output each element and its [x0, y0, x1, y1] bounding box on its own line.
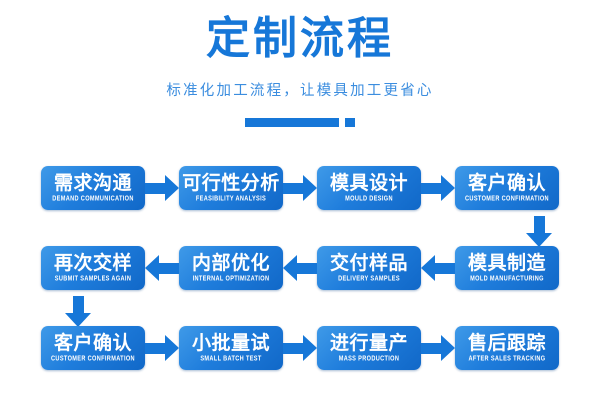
flow-node-title: 再次交样: [53, 252, 132, 274]
flow-row-3: 客户确认 CUSTOMER CONFIRMATION 小批量试 SMALL BA…: [0, 322, 600, 374]
flow-node-subtitle: DELIVERY SAMPLES: [338, 275, 400, 284]
flow-node-internal-optimization[interactable]: 内部优化 INTERNAL OPTIMIZATION: [179, 246, 283, 290]
flow-node-subtitle: AFTER SALES TRACKING: [468, 355, 546, 364]
flow-node-subtitle: CUSTOMER CONFIRMATION: [465, 195, 549, 204]
flow-node-title: 可行性分析: [182, 172, 280, 194]
divider-bar: [245, 117, 339, 127]
flow-node-subtitle: FEASIBILITY ANALYSIS: [195, 195, 267, 204]
flow-node-title: 进行量产: [329, 332, 408, 354]
flow-node-submit-samples-again[interactable]: 再次交样 SUBMIT SAMPLES AGAIN: [41, 246, 145, 290]
arrow-shaft: [283, 183, 304, 194]
flow-node-demand-communication[interactable]: 需求沟通 DEMAND COMMUNICATION: [41, 166, 145, 210]
arrow-head: [65, 313, 91, 327]
arrow-left-icon: [421, 255, 455, 281]
flow-node-subtitle: CUSTOMER CONFIRMATION: [51, 355, 135, 364]
flow-node-subtitle: MASS PRODUCTION: [338, 355, 400, 364]
divider-square: [345, 117, 355, 127]
flow-node-subtitle: SMALL BATCH TEST: [200, 355, 262, 364]
flow-node-title: 客户确认: [467, 172, 546, 194]
flow-node-title: 交付样品: [329, 252, 408, 274]
flow-node-customer-confirmation-2[interactable]: 客户确认 CUSTOMER CONFIRMATION: [41, 326, 145, 370]
arrow-shaft: [421, 343, 442, 354]
flow-node-title: 客户确认: [53, 332, 132, 354]
page-subtitle: 标准化加工流程，让模具加工更省心: [166, 82, 434, 99]
process-flow-diagram: 需求沟通 DEMAND COMMUNICATION 可行性分析 FEASIBIL…: [0, 162, 600, 374]
flow-row-1: 需求沟通 DEMAND COMMUNICATION 可行性分析 FEASIBIL…: [0, 162, 600, 247]
arrow-head: [303, 335, 317, 361]
arrow-head: [441, 175, 455, 201]
arrow-shaft: [158, 263, 179, 274]
flow-node-subtitle: INTERNAL OPTIMIZATION: [192, 275, 270, 284]
arrow-shaft: [434, 263, 455, 274]
arrow-head: [165, 335, 179, 361]
flow-node-subtitle: MOLD MANUFACTURING: [470, 275, 544, 284]
arrow-shaft: [145, 183, 166, 194]
arrow-left-icon: [145, 255, 179, 281]
arrow-shaft: [533, 216, 545, 234]
arrow-right-icon: [145, 335, 179, 361]
flow-node-title: 小批量试: [191, 332, 270, 354]
header-divider: [0, 117, 600, 127]
arrow-head: [526, 233, 552, 247]
flow-node-title: 售后跟踪: [467, 332, 546, 354]
arrow-down-icon: [65, 296, 91, 327]
arrow-shaft: [72, 296, 84, 314]
arrow-left-icon: [283, 255, 317, 281]
arrow-right-icon: [421, 175, 455, 201]
flow-node-mold-manufacturing[interactable]: 模具制造 MOLD MANUFACTURING: [455, 246, 559, 290]
arrow-shaft: [145, 343, 166, 354]
arrow-head: [441, 335, 455, 361]
arrow-head: [303, 175, 317, 201]
flow-node-title: 内部优化: [191, 252, 270, 274]
flow-node-after-sales-tracking[interactable]: 售后跟踪 AFTER SALES TRACKING: [455, 326, 559, 370]
page-title: 定制流程: [206, 14, 394, 63]
arrow-head: [283, 255, 297, 281]
flow-node-delivery-samples[interactable]: 交付样品 DELIVERY SAMPLES: [317, 246, 421, 290]
flow-node-mould-design[interactable]: 模具设计 MOULD DESIGN: [317, 166, 421, 210]
arrow-shaft: [296, 263, 317, 274]
flow-node-title: 需求沟通: [53, 172, 132, 194]
flow-node-small-batch-test[interactable]: 小批量试 SMALL BATCH TEST: [179, 326, 283, 370]
arrow-right-icon: [145, 175, 179, 201]
arrow-head: [421, 255, 435, 281]
arrow-right-icon: [421, 335, 455, 361]
flow-row-2: 再次交样 SUBMIT SAMPLES AGAIN 内部优化 INTERNAL …: [0, 242, 600, 327]
arrow-right-icon: [283, 175, 317, 201]
flow-node-feasibility-analysis[interactable]: 可行性分析 FEASIBILITY ANALYSIS: [179, 166, 283, 210]
flow-node-customer-confirmation-1[interactable]: 客户确认 CUSTOMER CONFIRMATION: [455, 166, 559, 210]
arrow-shaft: [283, 343, 304, 354]
flow-node-subtitle: DEMAND COMMUNICATION: [52, 195, 134, 204]
arrow-right-icon: [283, 335, 317, 361]
flow-node-subtitle: MOULD DESIGN: [345, 195, 393, 204]
arrow-head: [165, 175, 179, 201]
page-header: 定制流程 标准化加工流程，让模具加工更省心: [0, 0, 600, 127]
arrow-shaft: [421, 183, 442, 194]
flow-node-title: 模具制造: [467, 252, 546, 274]
arrow-down-icon: [526, 216, 552, 247]
arrow-head: [145, 255, 159, 281]
flow-node-mass-production[interactable]: 进行量产 MASS PRODUCTION: [317, 326, 421, 370]
flow-node-subtitle: SUBMIT SAMPLES AGAIN: [54, 275, 132, 284]
flow-node-title: 模具设计: [329, 172, 408, 194]
